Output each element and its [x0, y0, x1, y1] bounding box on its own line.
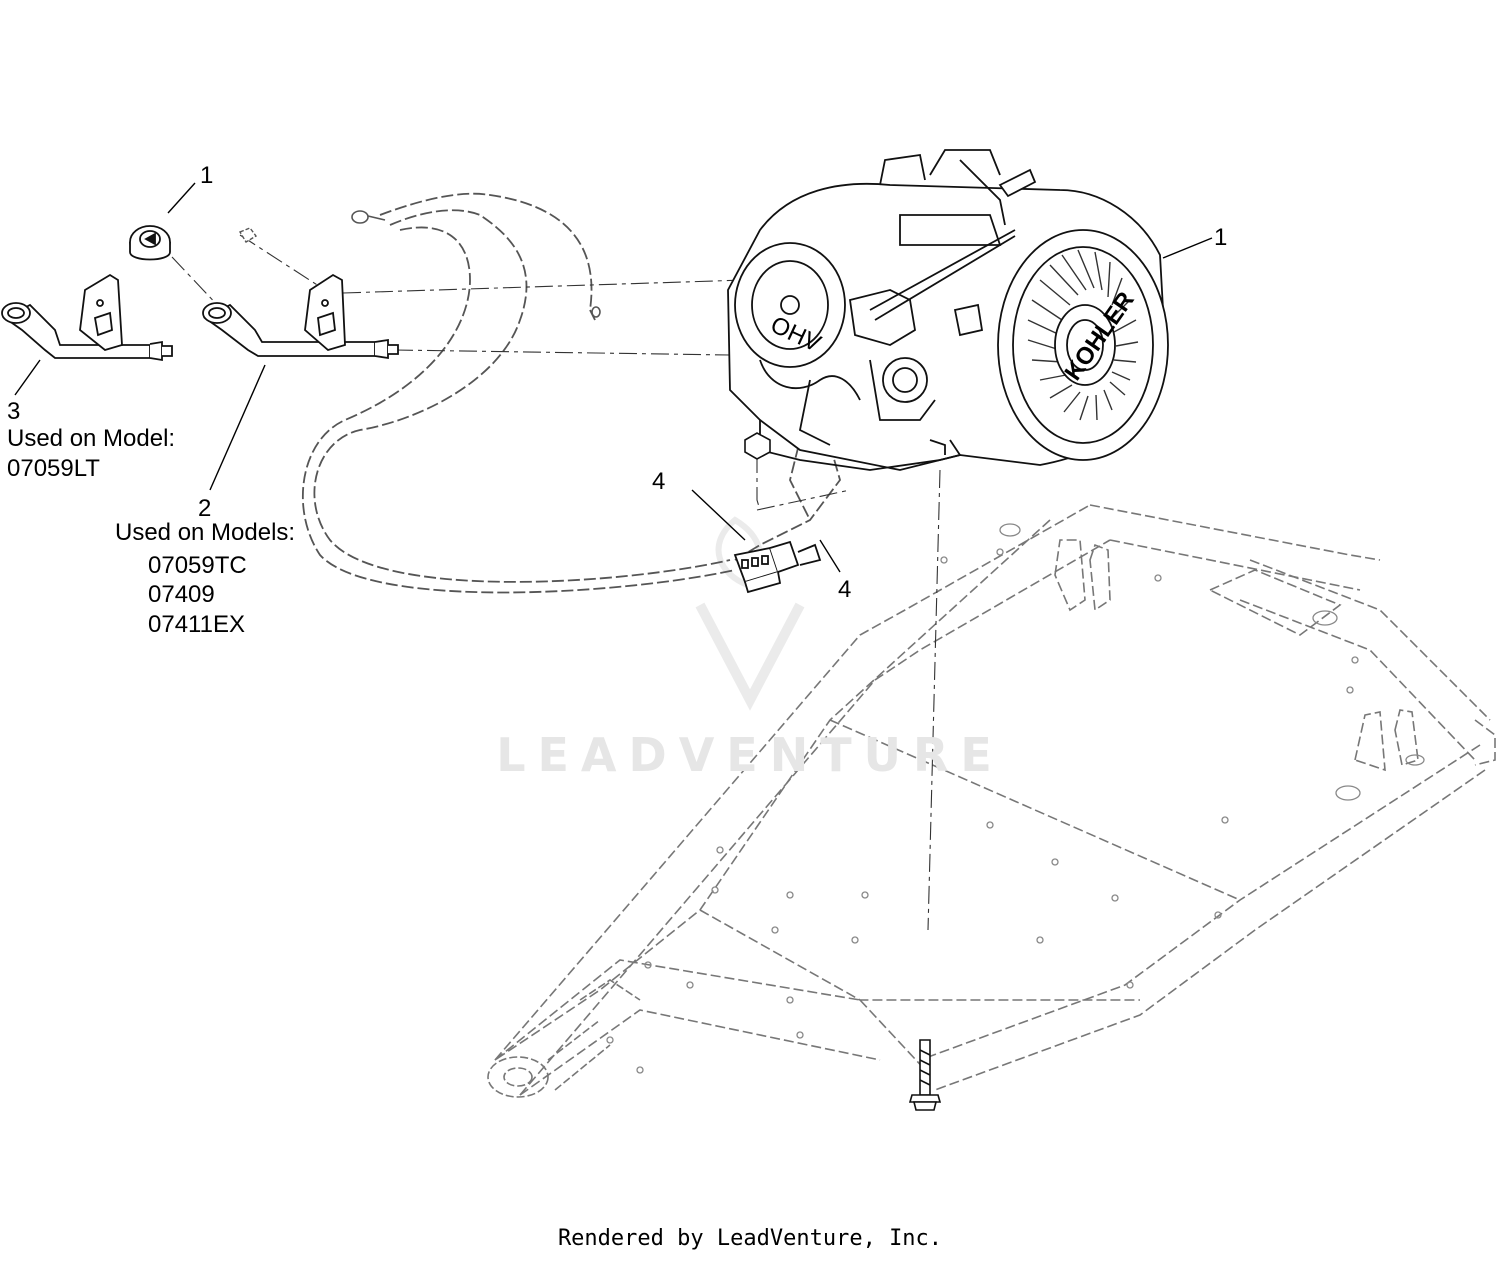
hitch-eye	[487, 979, 641, 1098]
item2-model: 07411EX	[148, 611, 245, 638]
footer-credit: Rendered by LeadVenture, Inc.	[557, 1226, 943, 1251]
bracket-item-2	[304, 273, 346, 352]
leader-4-bottom	[819, 539, 841, 573]
leader-1-engine	[1162, 237, 1213, 259]
leader-1-cap	[167, 182, 196, 214]
tube-item-2	[202, 302, 399, 360]
leader-4-top	[691, 489, 746, 541]
switch-part	[733, 540, 822, 594]
callout-2: 2	[198, 495, 211, 522]
item3-model: 07059LT	[7, 455, 100, 482]
leader-3	[14, 359, 41, 396]
item2-model: 07409	[148, 581, 215, 608]
cap-part	[129, 225, 171, 261]
item3-note-title: Used on Model:	[7, 425, 176, 452]
engine-part	[727, 149, 1169, 471]
callout-3: 3	[7, 398, 20, 425]
frame-bolt	[908, 1039, 942, 1111]
callout-4-bottom: 4	[838, 576, 851, 603]
frame-outline	[494, 504, 1496, 1096]
tube-item-3	[1, 302, 173, 362]
leader-2	[209, 364, 266, 491]
bracket-item-3	[79, 273, 123, 351]
callout-1-cap: 1	[200, 162, 213, 189]
watermark-text: LEADVENTURE	[496, 728, 1004, 782]
center-lines	[171, 234, 941, 931]
callout-4-top: 4	[652, 468, 665, 495]
bolt-small	[238, 227, 258, 243]
ring-terminal	[351, 210, 601, 318]
item2-model: 07059TC	[148, 552, 247, 579]
frame-holes	[606, 523, 1425, 1074]
wire-harness	[302, 192, 841, 594]
callout-1-engine: 1	[1214, 224, 1227, 251]
nut-part	[744, 432, 771, 460]
item2-note-title: Used on Models:	[115, 519, 296, 546]
